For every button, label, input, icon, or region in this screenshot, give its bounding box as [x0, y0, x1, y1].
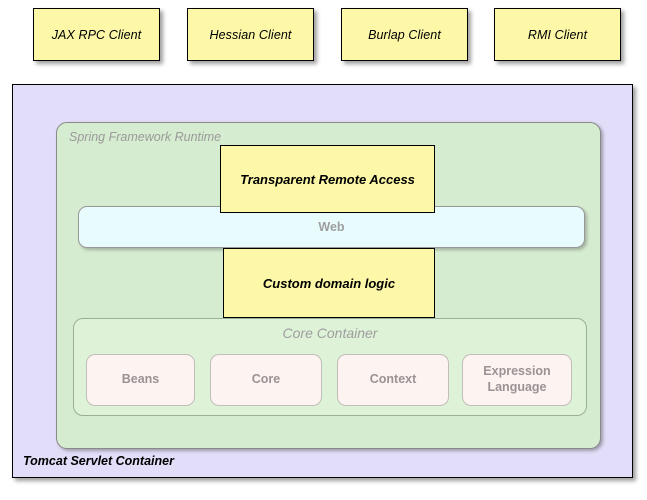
core-module-beans[interactable]: Beans: [86, 354, 195, 406]
tomcat-servlet-container-label: Tomcat Servlet Container: [23, 454, 174, 468]
core-module-label: Core: [252, 372, 280, 388]
custom-domain-logic-box[interactable]: Custom domain logic: [223, 248, 435, 318]
client-box-jax-rpc[interactable]: JAX RPC Client: [33, 8, 160, 61]
custom-domain-logic-label: Custom domain logic: [263, 276, 395, 291]
core-module-context[interactable]: Context: [337, 354, 449, 406]
spring-framework-runtime-label: Spring Framework Runtime: [69, 130, 221, 144]
core-module-core[interactable]: Core: [210, 354, 322, 406]
client-box-burlap[interactable]: Burlap Client: [341, 8, 468, 61]
client-label: Hessian Client: [210, 28, 292, 42]
client-box-rmi[interactable]: RMI Client: [494, 8, 621, 61]
client-label: RMI Client: [528, 28, 587, 42]
core-module-expression-language[interactable]: Expression Language: [462, 354, 572, 406]
core-container-panel: Core Container Beans Core Context Expres…: [73, 318, 587, 416]
client-label: JAX RPC Client: [52, 28, 142, 42]
core-module-label: Expression Language: [463, 364, 571, 395]
client-box-hessian[interactable]: Hessian Client: [187, 8, 314, 61]
transparent-remote-access-box[interactable]: Transparent Remote Access: [220, 145, 435, 213]
client-label: Burlap Client: [368, 28, 441, 42]
core-container-label: Core Container: [74, 325, 586, 341]
core-module-label: Beans: [122, 372, 160, 388]
web-layer-label: Web: [318, 220, 344, 234]
transparent-remote-access-label: Transparent Remote Access: [240, 172, 415, 187]
core-module-label: Context: [370, 372, 417, 388]
